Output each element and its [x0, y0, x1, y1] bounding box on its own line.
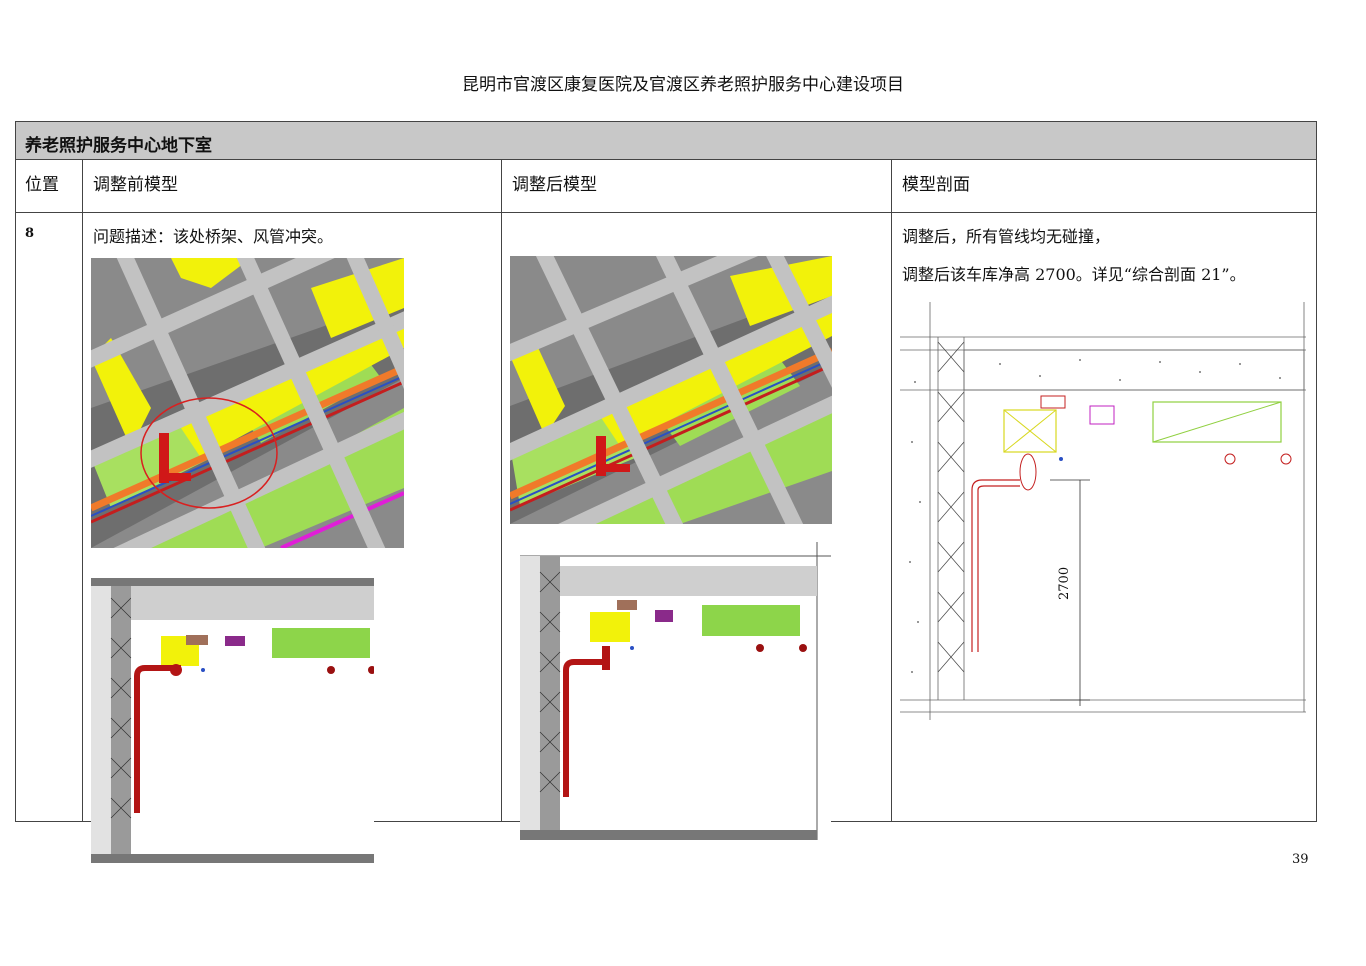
dimension-label: 2700: [1057, 566, 1072, 600]
resolution-note-2: 调整后该车库净高 2700。详见“综合剖面 21”。: [902, 265, 1246, 284]
header-position: 位置: [25, 175, 59, 195]
header-before-model: 调整前模型: [93, 175, 178, 195]
table-rule: [15, 159, 1317, 160]
bim-3d-clash-view: [91, 258, 404, 548]
cad-section-drawing: [900, 302, 1306, 720]
page-number: 39: [1292, 852, 1309, 867]
column-divider: [501, 160, 502, 822]
bim-3d-resolved-view: [510, 256, 832, 524]
section-drawing-after: [520, 542, 831, 840]
table-rule: [15, 212, 1317, 213]
header-after-model: 调整后模型: [512, 175, 597, 195]
resolution-note-1: 调整后，所有管线均无碰撞，: [902, 227, 1111, 246]
collision-circle: [140, 397, 278, 509]
column-divider: [82, 160, 83, 822]
section-drawing-before: [91, 578, 374, 863]
column-divider: [891, 160, 892, 822]
row-position-number: 8: [25, 226, 35, 241]
table-border-left: [15, 121, 16, 822]
problem-description: 问题描述：该处桥架、风管冲突。: [93, 227, 334, 246]
header-model-section: 模型剖面: [902, 175, 970, 195]
section-title: 养老照护服务中心地下室: [25, 136, 212, 156]
table-border-top: [15, 121, 1317, 122]
document-title: 昆明市官渡区康复医院及官渡区养老照护服务中心建设项目: [462, 75, 904, 95]
table-border-right: [1316, 121, 1317, 822]
section-header-bar: [16, 122, 1316, 159]
